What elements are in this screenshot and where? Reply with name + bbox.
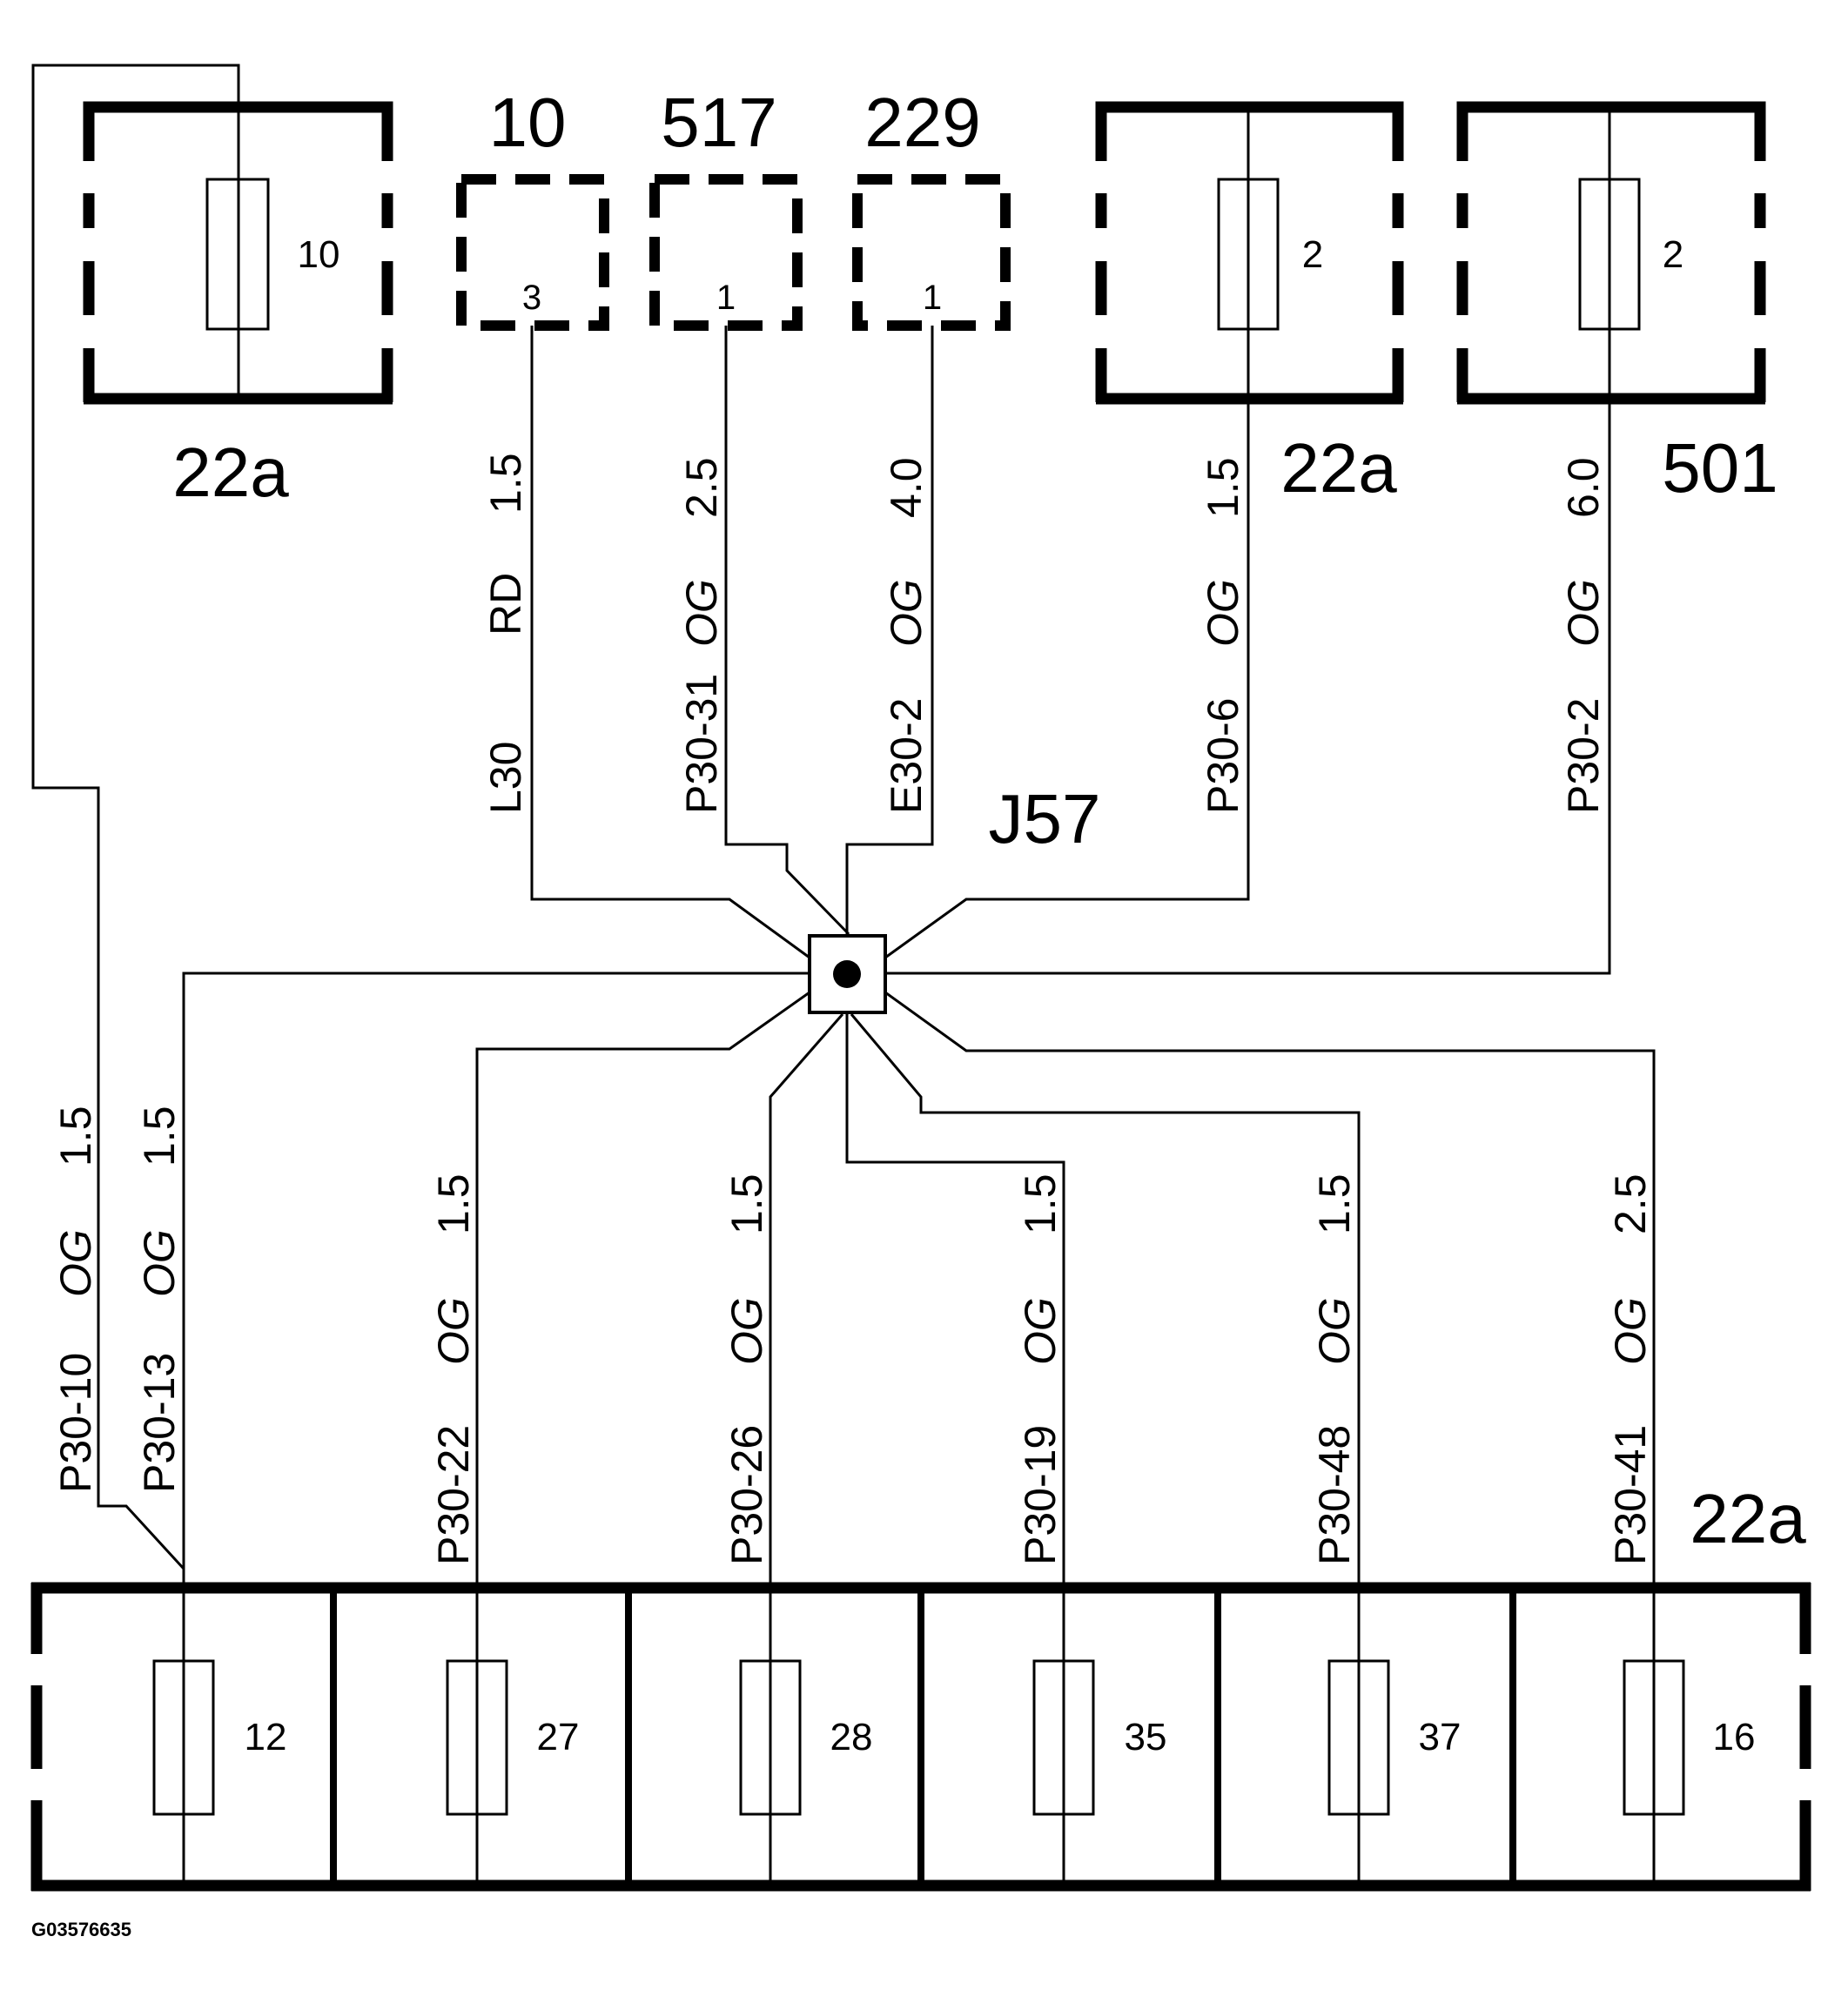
title-22a-right: 22a [1280, 429, 1397, 507]
svg-text:OG: OG [51, 1229, 100, 1297]
fuse-number: 27 [537, 1716, 580, 1758]
wire-label-p30-41: P30-41 OG 2.5 [1606, 1173, 1655, 1565]
component-box-10 [456, 174, 609, 331]
splice-label: J57 [989, 780, 1101, 857]
wire-p30-2 [885, 399, 1611, 975]
wire-e30-2 [845, 326, 934, 934]
fuse-number: 28 [830, 1716, 873, 1758]
svg-text:P30-2: P30-2 [1559, 698, 1608, 814]
wire-harness [31, 64, 1656, 1588]
wire-label-p30-13: P30-13 OG 1.5 [135, 1106, 184, 1493]
svg-text:1.5: 1.5 [429, 1173, 478, 1234]
svg-text:1.5: 1.5 [1016, 1173, 1065, 1234]
title-22a-left: 22a [172, 434, 289, 511]
wire-l30 [530, 326, 810, 959]
fuse-number: 12 [245, 1716, 287, 1758]
title-comp-10: 10 [489, 84, 567, 161]
wire-label-p30-10: P30-10 OG 1.5 [51, 1106, 100, 1493]
svg-text:OG: OG [677, 579, 726, 647]
title-comp-517: 517 [661, 84, 776, 161]
wire-label-p30-2: P30-2 OG 6.0 [1559, 457, 1608, 814]
pin-number: 1 [923, 279, 942, 317]
wire-label-e30-2: E30-2 OG 4.0 [882, 457, 931, 814]
fuse-box-22a-right [1095, 101, 1404, 405]
svg-text:P30-26: P30-26 [722, 1425, 771, 1565]
svg-text:2.5: 2.5 [1606, 1173, 1655, 1234]
figure-code: G03576635 [31, 1919, 131, 1940]
fuse-box-22a-bottom [30, 1582, 1811, 1892]
svg-text:P30-48: P30-48 [1310, 1425, 1359, 1565]
svg-text:2.5: 2.5 [677, 457, 726, 518]
svg-text:L30: L30 [481, 742, 530, 814]
wire-label-p30-26: P30-26 OG 1.5 [722, 1173, 771, 1565]
fuse-number: 10 [298, 233, 340, 276]
svg-text:P30-6: P30-6 [1199, 698, 1247, 814]
wire-p30-26 [769, 1013, 844, 1588]
fuse-number: 35 [1125, 1716, 1167, 1758]
svg-text:OG: OG [882, 579, 931, 647]
wire-label-p30-31: P30-31 OG 2.5 [677, 457, 726, 814]
fuse-number: 37 [1419, 1716, 1462, 1758]
svg-text:E30-2: E30-2 [882, 698, 931, 814]
wire-label-l30: L30 RD 1.5 [481, 453, 530, 814]
wire-label-p30-6: P30-6 OG 1.5 [1199, 457, 1247, 814]
wire-p30-13 [182, 972, 810, 1588]
svg-text:P30-19: P30-19 [1016, 1425, 1065, 1565]
svg-text:OG: OG [1559, 579, 1608, 647]
wire-p30-19 [845, 1014, 1065, 1588]
svg-text:OG: OG [1016, 1297, 1065, 1365]
svg-text:OG: OG [429, 1297, 478, 1365]
wire-label-p30-19: P30-19 OG 1.5 [1016, 1173, 1065, 1565]
labels: 22a 10 517 229 22a 501 J57 22a 10 3 1 1 … [31, 84, 1806, 1940]
svg-text:P30-31: P30-31 [677, 674, 726, 814]
fuse-number: 2 [1663, 233, 1683, 276]
wire-label-p30-22: P30-22 OG 1.5 [429, 1173, 478, 1565]
svg-text:6.0: 6.0 [1559, 457, 1608, 518]
svg-text:1.5: 1.5 [135, 1106, 184, 1167]
svg-text:1.5: 1.5 [1310, 1173, 1359, 1234]
svg-text:OG: OG [1310, 1297, 1359, 1365]
component-box-229 [852, 174, 1011, 331]
svg-text:P30-41: P30-41 [1606, 1425, 1655, 1565]
svg-text:P30-22: P30-22 [429, 1425, 478, 1565]
fuse-box-501 [1456, 101, 1766, 405]
pin-number: 3 [522, 279, 541, 317]
wire-p30-10 [31, 64, 240, 1570]
wire-p30-22 [475, 991, 810, 1588]
title-501: 501 [1662, 429, 1777, 507]
svg-text:OG: OG [1199, 579, 1247, 647]
svg-text:1.5: 1.5 [481, 453, 530, 514]
fuse-number: 2 [1302, 233, 1323, 276]
svg-text:OG: OG [1606, 1297, 1655, 1365]
svg-text:OG: OG [135, 1229, 184, 1297]
wire-p30-31 [724, 326, 850, 936]
svg-text:4.0: 4.0 [882, 457, 931, 518]
splice-j57 [808, 934, 887, 1014]
splice-dot [833, 960, 861, 988]
svg-text:OG: OG [722, 1297, 771, 1365]
svg-text:1.5: 1.5 [722, 1173, 771, 1234]
wire-p30-48 [850, 1013, 1361, 1588]
component-box-517 [649, 174, 803, 331]
fuse-number: 16 [1713, 1716, 1756, 1758]
fuse-box-22a-left [83, 101, 393, 405]
svg-text:1.5: 1.5 [51, 1106, 100, 1167]
svg-text:P30-10: P30-10 [51, 1353, 100, 1493]
pin-number: 1 [716, 279, 736, 317]
wire-label-p30-48: P30-48 OG 1.5 [1310, 1173, 1359, 1565]
title-22a-bottom: 22a [1690, 1480, 1806, 1557]
svg-text:P30-13: P30-13 [135, 1353, 184, 1493]
svg-text:1.5: 1.5 [1199, 457, 1247, 518]
wire-p30-41 [884, 991, 1656, 1588]
svg-text:RD: RD [481, 573, 530, 635]
title-comp-229: 229 [864, 84, 980, 161]
wire-p30-6 [884, 399, 1250, 959]
